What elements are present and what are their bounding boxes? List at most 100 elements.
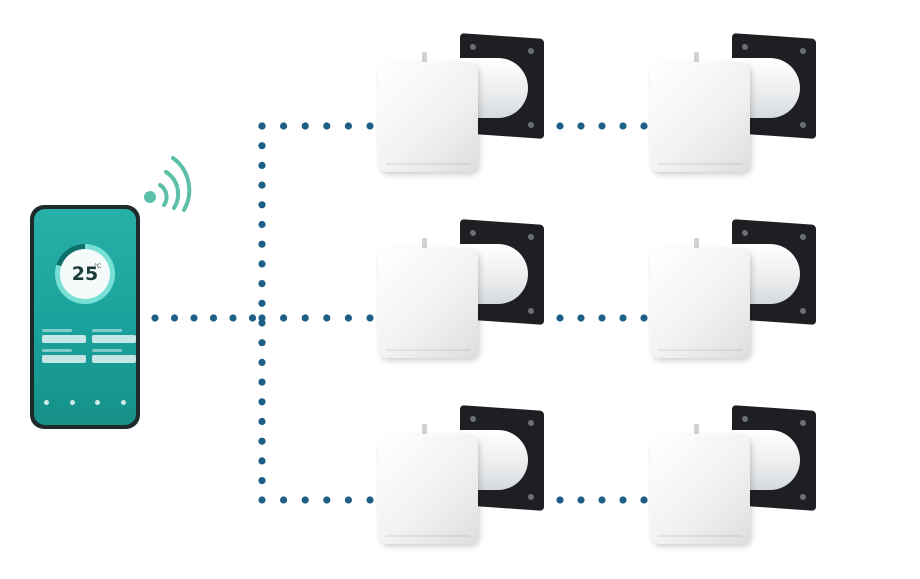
ventilation-unit-icon — [378, 405, 553, 553]
connector-dot — [344, 496, 352, 504]
nav-icon — [69, 399, 75, 405]
connector-dot — [640, 314, 648, 322]
connector-dot — [258, 477, 266, 485]
stat-value — [92, 335, 136, 343]
connector-dot — [170, 314, 179, 322]
app-stats — [42, 329, 136, 375]
connector-dot — [323, 496, 331, 504]
connector-dot — [280, 122, 288, 130]
stat-value — [42, 335, 86, 343]
connector-dot — [301, 496, 309, 504]
connector-dot — [258, 358, 266, 366]
connector-dot — [556, 314, 564, 322]
unit-sensor — [422, 238, 427, 250]
connector-dot — [577, 122, 585, 130]
connector-dot — [344, 122, 352, 130]
stat-caption — [42, 349, 72, 352]
connector-dot — [280, 314, 288, 322]
connector-dot — [366, 314, 374, 322]
ventilation-unit-icon — [650, 405, 825, 553]
app-header — [34, 224, 136, 231]
nav-icon — [95, 399, 101, 405]
connector-dot — [577, 496, 585, 504]
temperature-value: 25 — [71, 263, 99, 285]
unit-sensor — [694, 238, 699, 250]
connector-dot — [280, 496, 288, 504]
connector-dot — [258, 417, 266, 426]
unit-front-cover — [650, 62, 750, 172]
phone-status-bar — [42, 213, 128, 221]
connector-dot — [258, 142, 266, 150]
connector-dot — [258, 240, 266, 248]
stat-value — [42, 355, 86, 363]
connector-dot — [151, 314, 159, 322]
connector-dot — [640, 496, 648, 504]
connector-dot — [366, 496, 374, 504]
stat-value — [92, 355, 136, 363]
ventilation-unit-icon — [378, 219, 553, 367]
phone-screen: 25 °C — [34, 209, 136, 425]
unit-front-cover — [650, 248, 750, 358]
ventilation-unit-icon — [378, 33, 553, 181]
unit-front-cover — [378, 62, 478, 172]
connector-dot — [301, 314, 309, 322]
connector-dot — [258, 437, 266, 445]
connector-dot — [301, 122, 309, 130]
connector-dot — [258, 220, 266, 229]
unit-front-cover — [378, 434, 478, 544]
wifi-signal-icon — [144, 156, 192, 212]
connector-dot — [619, 314, 627, 322]
connector-dot — [258, 280, 266, 288]
unit-sensor — [422, 424, 427, 436]
connector-dot — [258, 299, 266, 307]
stat-caption — [92, 329, 122, 332]
app-bottom-nav — [34, 387, 136, 417]
ventilation-unit-icon — [650, 219, 825, 367]
connector-dot — [598, 122, 606, 130]
unit-sensor — [422, 52, 427, 64]
connector-dot — [258, 496, 266, 504]
connector-dot — [323, 314, 331, 322]
nav-icon — [44, 399, 50, 405]
dial-center: 25 °C — [60, 249, 110, 299]
unit-front-cover — [650, 434, 750, 544]
connector-dot — [258, 260, 266, 268]
ventilation-unit-icon — [650, 33, 825, 181]
connector-dot — [258, 457, 266, 465]
connector-dot — [248, 314, 257, 322]
connector-dot — [258, 314, 266, 322]
temperature-unit: °C — [94, 263, 102, 270]
smartphone: 25 °C — [30, 205, 140, 429]
unit-front-cover — [378, 248, 478, 358]
stat-caption — [42, 329, 72, 332]
nav-icon — [120, 399, 126, 405]
connector-dot — [556, 496, 564, 504]
connector-dot — [258, 122, 266, 130]
connector-dot — [258, 201, 266, 209]
connector-dot — [640, 122, 648, 130]
temperature-dial: 25 °C — [55, 244, 115, 304]
connector-dot — [258, 181, 266, 189]
connector-dot — [229, 314, 237, 322]
connector-dot — [323, 122, 331, 130]
unit-sensor — [694, 52, 699, 64]
connector-dot — [366, 122, 374, 130]
connector-dot — [209, 314, 218, 322]
connector-dot — [619, 496, 627, 504]
connector-dot — [344, 314, 352, 322]
connector-dot — [258, 339, 266, 347]
connector-dot — [258, 378, 266, 386]
connector-dot — [258, 319, 266, 327]
connector-dot — [258, 398, 266, 406]
stat-caption — [92, 349, 122, 352]
connector-dot — [598, 496, 606, 504]
connector-dot — [598, 314, 606, 322]
connector-dot — [577, 314, 585, 322]
unit-sensor — [694, 424, 699, 436]
connector-dot — [258, 161, 266, 169]
connector-dot — [556, 122, 564, 130]
connector-dot — [190, 314, 198, 322]
connector-dot — [619, 122, 627, 130]
